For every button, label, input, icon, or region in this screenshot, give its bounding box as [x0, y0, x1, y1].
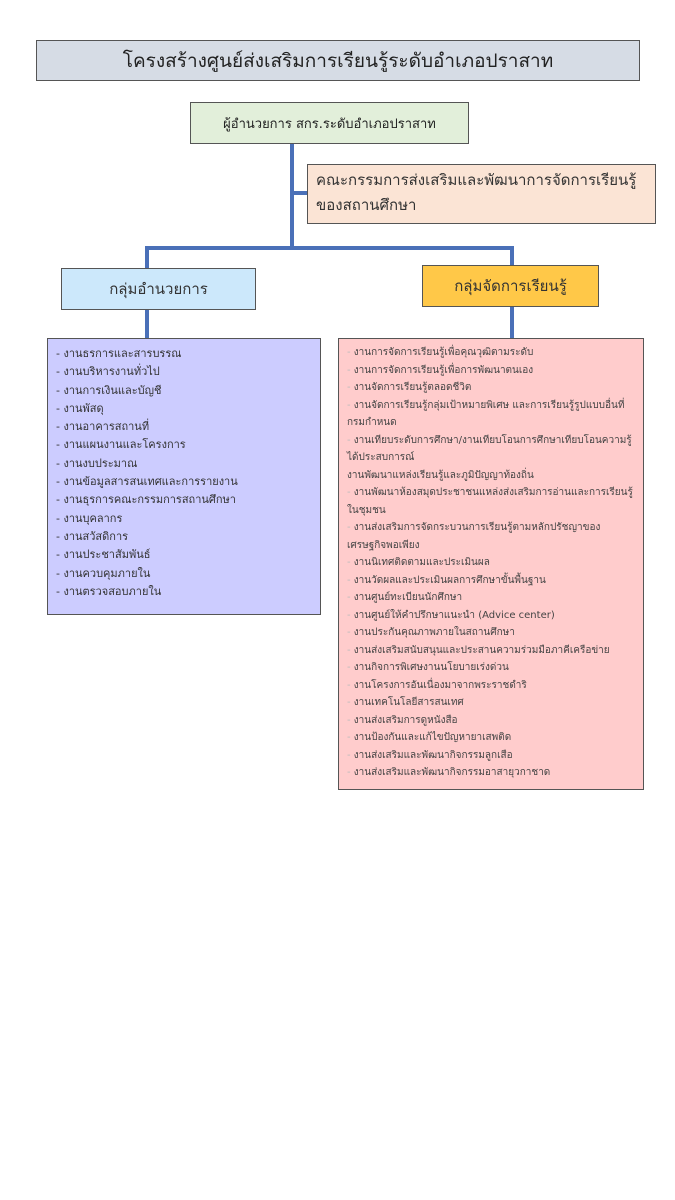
bullet-dash: -: [347, 592, 351, 603]
learning-task-item: - งานกิจการพิเศษงานนโยบายเร่งด่วน: [347, 659, 635, 677]
admin-task-item: - งานธุรการคณะกรรมการสถานศึกษา: [56, 493, 236, 507]
admin-task-item: - งานอาคารสถานที่: [56, 420, 150, 434]
learning-task-item: - งานประกันคุณภาพภายในสถานศึกษา: [347, 624, 635, 642]
learning-task-label: งานศูนย์ให้คำปรึกษาแนะนำ (Advice center): [353, 609, 555, 621]
admin-task-item: - งานประชาสัมพันธ์: [56, 548, 151, 562]
admin-task-list: - งานธรการและสารบรรณ - งานบริหารงานทั่วไป…: [47, 338, 321, 615]
bullet-dash: -: [347, 399, 351, 411]
admin-task-item: - งานสวัสดิการ: [56, 529, 129, 543]
learning-task-label: งานส่งเสริมการดูหนังสือ: [353, 714, 458, 726]
admin-task-item: - งานตรวจสอบภายใน: [56, 584, 162, 598]
learning-task-item: - งานวัดผลและประเมินผลการศึกษาขั้นพื้นฐา…: [347, 572, 635, 590]
connector-right-down: [510, 246, 514, 265]
learning-task-label: งานประกันคุณภาพภายในสถานศึกษา: [353, 627, 515, 638]
learning-task-label: งานนิเทศติดตามและประเมินผล: [353, 557, 490, 568]
learning-task-label: งานกิจการพิเศษงานนโยบายเร่งด่วน: [353, 662, 509, 673]
bullet-dash: -: [347, 557, 351, 568]
admin-task-item: - งานบริหารงานทั่วไป: [56, 365, 160, 379]
bullet-dash: -: [347, 487, 351, 498]
learning-task-label: งานจัดการเรียนรู้ตลอดชีวิต: [353, 382, 472, 393]
connector-horizontal: [145, 246, 514, 250]
learning-task-item: - งานศูนย์ทะเบียนนักศึกษา: [347, 589, 635, 607]
director-box: ผู้อำนวยการ สกร.ระดับอำเภอปราสาท: [190, 102, 469, 144]
learning-task-label: งานจัดการเรียนรู้กลุ่มเป้าหมายพิเศษ และก…: [347, 399, 625, 429]
learning-task-item: - งานโครงการอันเนื่องมาจากพระราชดำริ: [347, 677, 635, 695]
learning-task-label: งานป้องกันและแก้ไขปัญหายาเสพติด: [353, 732, 512, 743]
bullet-dash: -: [347, 609, 351, 621]
learning-task-item: - งานจัดการเรียนรู้กลุ่มเป้าหมายพิเศษ แล…: [347, 397, 635, 432]
bullet-dash: -: [347, 732, 351, 743]
learning-task-label: งานโครงการอันเนื่องมาจากพระราชดำริ: [353, 679, 527, 691]
learning-task-item: - งานการจัดการเรียนรู้เพื่อคุณวุฒิตามระด…: [347, 344, 635, 362]
bullet-dash: -: [347, 574, 351, 586]
learning-task-list: - งานการจัดการเรียนรู้เพื่อคุณวุฒิตามระด…: [338, 338, 644, 790]
admin-task-item: - งานการเงินและบัญชี: [56, 383, 162, 397]
learning-task-label: งานส่งเสริมการจัดกระบวนการเรียนรู้ตามหลั…: [347, 522, 601, 551]
bullet-dash: -: [347, 767, 351, 778]
bullet-dash: -: [347, 382, 351, 393]
bullet-dash: -: [347, 347, 351, 358]
learning-task-label: งานพัฒนาห้องสมุดประชาชนแหล่งส่งเสริมการอ…: [347, 487, 633, 516]
learning-task-item: - งานพัฒนาห้องสมุดประชาชนแหล่งส่งเสริมกา…: [347, 484, 635, 519]
learning-task-label: งานส่งเสริมและพัฒนากิจกรรมอาสายุวกาชาด: [353, 767, 551, 778]
learning-task-label: งานพัฒนาแหล่งเรียนรู้และภูมิปัญญาท้องถิ่…: [347, 469, 534, 481]
connector-left-down: [145, 246, 149, 268]
chart-title: โครงสร้างศูนย์ส่งเสริมการเรียนรู้ระดับอำ…: [36, 40, 640, 81]
learning-task-item: - งานนิเทศติดตามและประเมินผล: [347, 554, 635, 572]
learning-task-item: - งานส่งเสริมและพัฒนากิจกรรมอาสายุวกาชาด: [347, 764, 635, 782]
committee-box: คณะกรรมการส่งเสริมและพัฒนาการจัดการเรียน…: [307, 164, 656, 224]
connector-left-list: [145, 310, 149, 338]
bullet-dash: -: [347, 679, 351, 691]
learning-task-item: - งานศูนย์ให้คำปรึกษาแนะนำ (Advice cente…: [347, 607, 635, 625]
learning-task-label: งานส่งเสริมและพัฒนากิจกรรมลูกเสือ: [353, 749, 513, 761]
bullet-dash: -: [347, 364, 351, 376]
bullet-dash: -: [347, 644, 351, 656]
learning-task-item: - งานจัดการเรียนรู้ตลอดชีวิต: [347, 379, 635, 397]
bullet-dash: -: [347, 697, 351, 708]
admin-task-item: - งานควบคุมภายใน: [56, 566, 151, 580]
connector-committee: [290, 191, 307, 195]
learning-task-item: - งานเทคโนโลยีสารสนเทศ: [347, 694, 635, 712]
admin-task-item: - งานบุคลากร: [56, 511, 123, 525]
learning-task-label: งานส่งเสริมสนับสนุนและประสานความร่วมมือภ…: [353, 644, 610, 656]
bullet-dash: -: [347, 749, 351, 761]
learning-task-item: - งานเทียบระดับการศึกษา/งานเทียบโอนการศึ…: [347, 432, 635, 467]
learning-task-label: งานเทคโนโลยีสารสนเทศ: [353, 697, 464, 708]
admin-task-item: - งานธรการและสารบรรณ: [56, 347, 182, 360]
connector-right-list: [510, 307, 514, 338]
bullet-dash: -: [347, 434, 351, 446]
learning-task-label: งานการจัดการเรียนรู้เพื่อคุณวุฒิตามระดับ: [353, 347, 534, 358]
learning-task-item: - งานส่งเสริมการจัดกระบวนการเรียนรู้ตามห…: [347, 519, 635, 554]
admin-group-box: กลุ่มอำนวยการ: [61, 268, 256, 310]
learning-task-item: - งานป้องกันและแก้ไขปัญหายาเสพติด: [347, 729, 635, 747]
learning-task-label: งานเทียบระดับการศึกษา/งานเทียบโอนการศึกษ…: [347, 434, 632, 464]
learning-task-label: งานการจัดการเรียนรู้เพื่อการพัฒนาตนเอง: [353, 364, 534, 376]
admin-task-item: - งานพัสดุ: [56, 401, 104, 415]
admin-task-item: - งานข้อมูลสารสนเทศและการรายงาน: [56, 475, 238, 489]
learning-task-label: งานศูนย์ทะเบียนนักศึกษา: [353, 592, 463, 603]
learning-task-item: - งานการจัดการเรียนรู้เพื่อการพัฒนาตนเอง: [347, 362, 635, 380]
learning-task-item: - งานส่งเสริมและพัฒนากิจกรรมลูกเสือ: [347, 747, 635, 765]
learning-task-item: - งานส่งเสริมสนับสนุนและประสานความร่วมมื…: [347, 642, 635, 660]
bullet-dash: -: [347, 522, 351, 533]
bullet-dash: -: [347, 662, 351, 673]
admin-task-item: - งานงบประมาณ: [56, 456, 138, 470]
learning-task-label: งานวัดผลและประเมินผลการศึกษาขั้นพื้นฐาน: [353, 574, 546, 586]
admin-task-item: - งานแผนงานและโครงการ: [56, 438, 186, 452]
bullet-dash: -: [347, 627, 351, 638]
connector-director-vertical: [290, 144, 294, 250]
learning-group-box: กลุ่มจัดการเรียนรู้: [422, 265, 599, 307]
bullet-dash: -: [347, 714, 351, 726]
learning-task-item: - งานส่งเสริมการดูหนังสือ: [347, 712, 635, 730]
learning-task-item: งานพัฒนาแหล่งเรียนรู้และภูมิปัญญาท้องถิ่…: [347, 467, 635, 485]
